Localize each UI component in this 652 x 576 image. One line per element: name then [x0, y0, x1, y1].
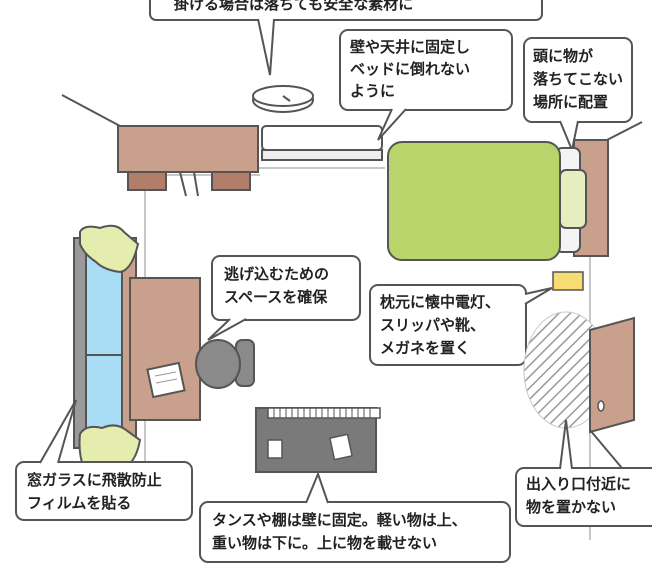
- callout-wall-bubble: [339, 29, 513, 141]
- callout-door-line: 出入り口付近に: [526, 475, 632, 493]
- callout-window-bubble: [15, 399, 193, 521]
- callout-dresser-bubble: [199, 471, 511, 563]
- chair: [195, 339, 255, 389]
- door: [589, 316, 635, 481]
- callout-window-line: フィルムを貼る: [27, 494, 132, 512]
- callout-dresser-line: タンスや棚は壁に固定。軽い物は上、: [212, 511, 467, 529]
- callout-dresser-line: 重い物は下に。上に物を載せない: [212, 534, 438, 552]
- callout-head-line: 落ちてこない: [533, 70, 624, 88]
- curtain-top: [79, 224, 140, 274]
- callout-window-line: 窓ガラスに飛散防止: [27, 471, 162, 489]
- curtain-bottom: [78, 424, 142, 469]
- callout-head-line: 場所に配置: [533, 93, 609, 111]
- air-conditioner: [258, 125, 385, 169]
- callout-pillow-line: 枕元に懐中電灯、: [380, 293, 501, 311]
- callout-head-bubble: [523, 37, 633, 154]
- wall-cabinet: [61, 94, 259, 197]
- flashlight: [552, 271, 584, 291]
- callout-top-text: 掛ける場合は落ちても安全な素材に: [174, 0, 414, 13]
- callout-door-bubble: [515, 419, 652, 527]
- callout-wall-line: ベッドに倒れない: [350, 60, 471, 78]
- callout-escape-line: スペースを確保: [224, 288, 328, 306]
- callout-door-line: 物を置かない: [526, 498, 617, 516]
- callout-wall-line: 壁や天井に固定し: [350, 38, 471, 56]
- dresser: [255, 407, 381, 473]
- callout-pillow-line: スリッパや靴、: [380, 316, 486, 334]
- callout-wall-line: ように: [350, 82, 396, 100]
- callout-escape-bubble: [207, 255, 361, 341]
- callout-head-line: 頭に物が: [533, 47, 594, 65]
- callout-top-bubble: [149, 0, 543, 76]
- callout-pillow-line: メガネを置く: [380, 339, 471, 357]
- bed: [387, 121, 643, 261]
- desk: [129, 277, 201, 421]
- callout-escape-line: 逃げ込むための: [224, 265, 330, 283]
- ceiling-light: [252, 85, 314, 113]
- callout-pillow-bubble: [369, 284, 553, 366]
